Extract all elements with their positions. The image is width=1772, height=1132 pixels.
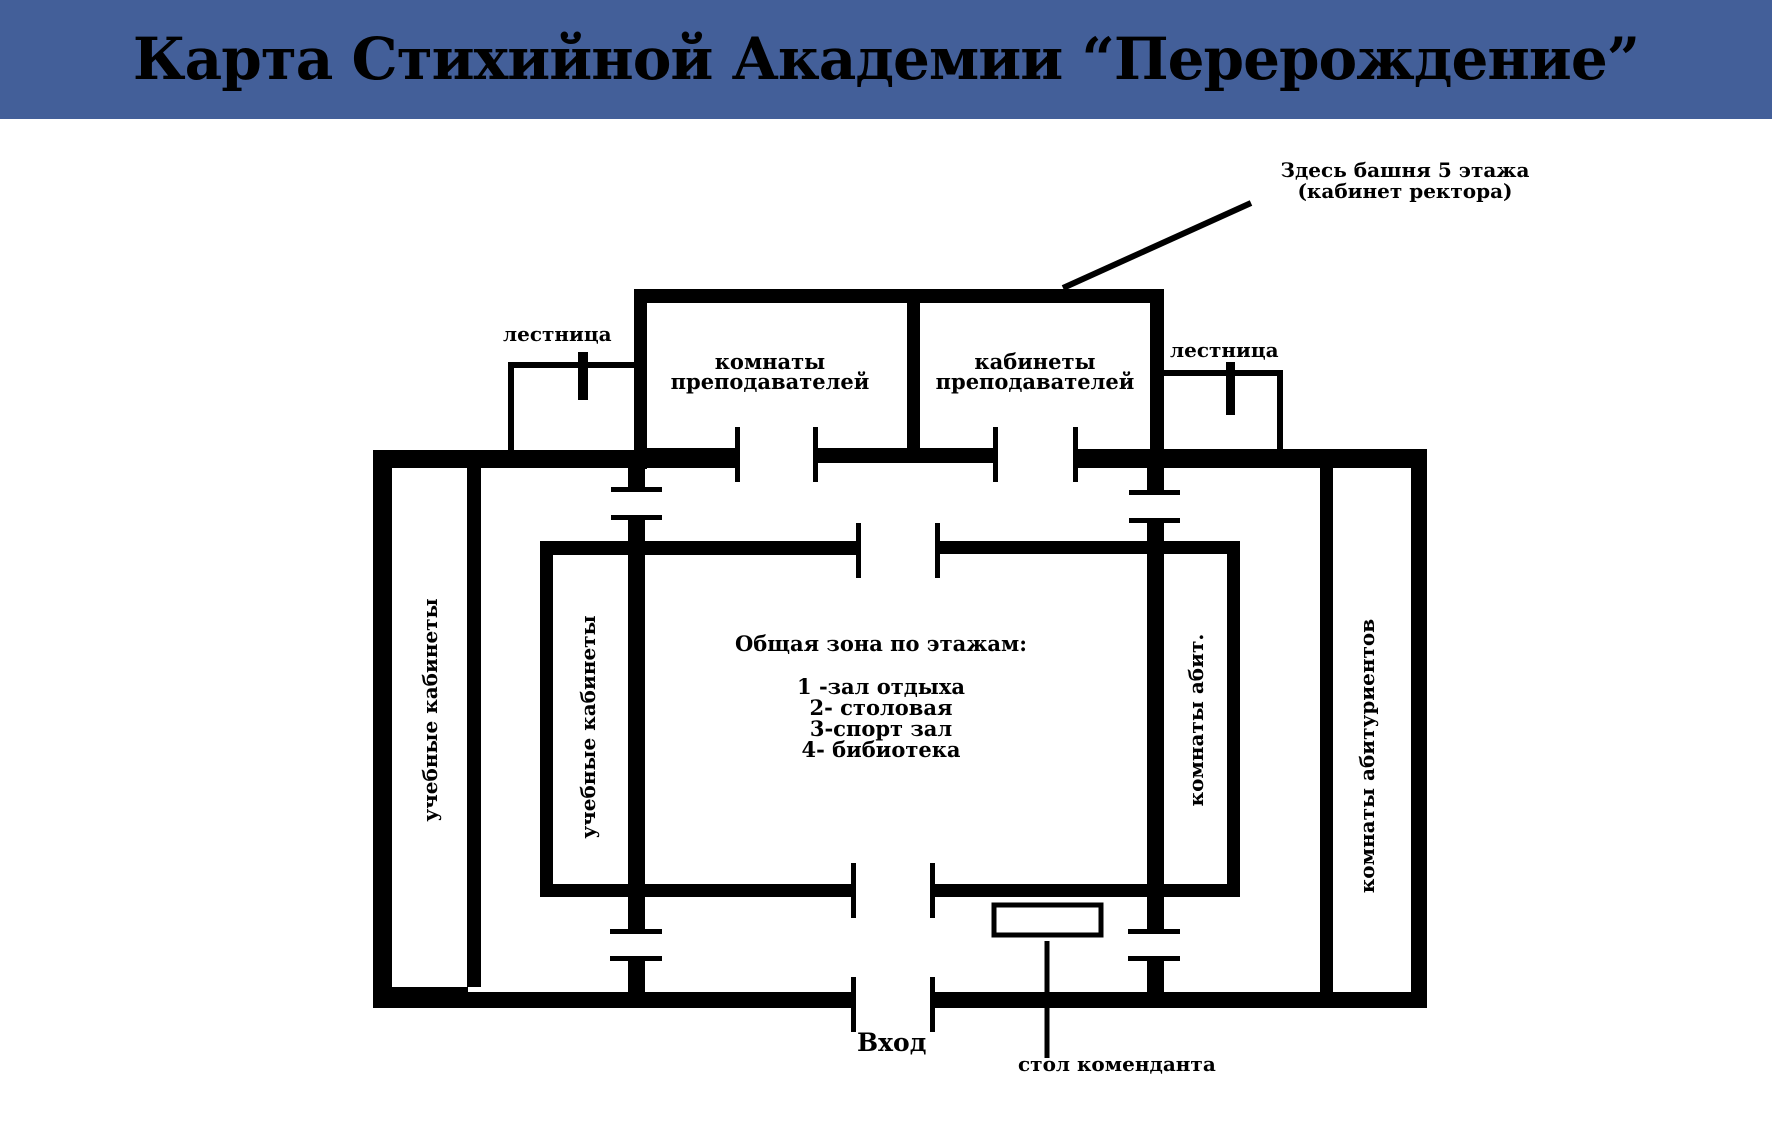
teacher-office-bottom-wall-b [1075, 449, 1150, 464]
outer-wall-right [1411, 449, 1427, 1008]
corridor-column-left-a [628, 463, 645, 488]
door-tick [610, 956, 662, 961]
floor-item-3: 3-спорт зал [809, 716, 953, 741]
teacher-block-divider [907, 289, 920, 463]
teacher-room-bottom-wall-a [647, 448, 737, 463]
stair-right-tick [1226, 362, 1235, 415]
door-jamb [1073, 427, 1078, 482]
door-tick [611, 515, 662, 520]
teacher-offices-line1: кабинеты [974, 349, 1096, 374]
teacher-rooms-line2: преподавателей [670, 369, 870, 394]
corridor-column-left-b [628, 520, 645, 930]
teacher-rooms-line1: комнаты [714, 349, 826, 374]
inner-wall-bottom-right [932, 884, 1240, 897]
tower-annotation: Здесь башня 5 этажа (кабинет ректора) [1281, 160, 1530, 202]
classroom-outer-partition-bottom [392, 987, 468, 993]
teacher-block-right-wall [1150, 289, 1164, 469]
tower-annotation-line2: (кабинет ректора) [1297, 179, 1513, 203]
floor-item-4: 4- бибиотека [801, 737, 961, 762]
teacher-block-top-wall [634, 289, 1164, 303]
door-jamb [993, 427, 998, 482]
stair-left-top [508, 362, 635, 368]
applicant-rooms-full-label: комнаты абитуриентов [1355, 618, 1379, 894]
entrance-label: Вход [857, 1028, 927, 1057]
teacher-office-bottom-wall-a [920, 448, 995, 463]
stair-left-tick [578, 352, 588, 400]
teacher-block-left-wall [634, 289, 647, 469]
stairs-left-label: лестница [503, 322, 612, 346]
door-jamb [935, 523, 940, 578]
teacher-offices-label: кабинеты преподавателей [935, 349, 1135, 394]
inner-wall-top-left [540, 541, 858, 555]
teacher-offices-line2: преподавателей [935, 369, 1135, 394]
common-zone-heading: Общая зона по этажам: [734, 631, 1028, 656]
door-tick [1129, 490, 1180, 495]
commandant-desk [991, 902, 1104, 938]
tower-pointer-line [1061, 200, 1253, 291]
door-jamb [930, 863, 935, 918]
corridor-column-right-a [1147, 463, 1164, 490]
door-jamb [813, 427, 818, 482]
inner-wall-top-right [937, 541, 1239, 554]
classroom-outer-partition [467, 462, 481, 987]
tower-annotation-line1: Здесь башня 5 этажа [1280, 158, 1530, 182]
inner-wall-left [540, 541, 553, 897]
corridor-column-right-c [1147, 960, 1164, 992]
door-tick [1129, 518, 1180, 523]
door-tick [1128, 956, 1180, 961]
header-banner: Карта Стихийной Академии “Перерождение” [0, 0, 1772, 119]
outer-wall-left [373, 450, 392, 1008]
stair-right-side [1277, 370, 1283, 450]
teacher-rooms-label: комнаты преподавателей [670, 349, 870, 394]
page-title: Карта Стихийной Академии “Перерождение” [132, 24, 1640, 93]
stair-right-top [1163, 370, 1282, 376]
applicant-partition-top [1333, 462, 1411, 467]
applicant-rooms-short-label: комнаты абит. [1184, 633, 1208, 807]
floor-item-2: 2- столовая [809, 695, 953, 720]
common-zone-floor-list: 1 -зал отдыха 2- столовая 3-спорт зал 4-… [797, 676, 965, 760]
classrooms-inner-label: учебные кабинеты [576, 615, 600, 839]
entrance-jamb-left [851, 977, 856, 1032]
door-jamb [856, 523, 861, 578]
floor-item-1: 1 -зал отдыха [797, 674, 965, 699]
corridor-column-right-b [1147, 522, 1164, 930]
door-jamb [851, 863, 856, 918]
door-jamb [735, 427, 740, 482]
inner-wall-right [1227, 541, 1240, 897]
outer-wall-bottom-right [932, 992, 1427, 1008]
entrance-jamb-right [930, 977, 935, 1032]
teacher-room-bottom-wall-b [815, 448, 920, 463]
stair-left-side [508, 362, 514, 452]
outer-wall-bottom-left [373, 992, 853, 1008]
commandant-desk-label: стол коменданта [1018, 1052, 1216, 1076]
door-tick [1128, 929, 1180, 934]
applicant-partition [1320, 462, 1333, 992]
classrooms-outer-label: учебные кабинеты [418, 598, 442, 822]
door-tick [611, 487, 662, 492]
door-tick [610, 929, 662, 934]
inner-wall-bottom-left [540, 884, 852, 897]
stairs-right-label: лестница [1170, 338, 1279, 362]
corridor-column-left-c [628, 960, 645, 992]
